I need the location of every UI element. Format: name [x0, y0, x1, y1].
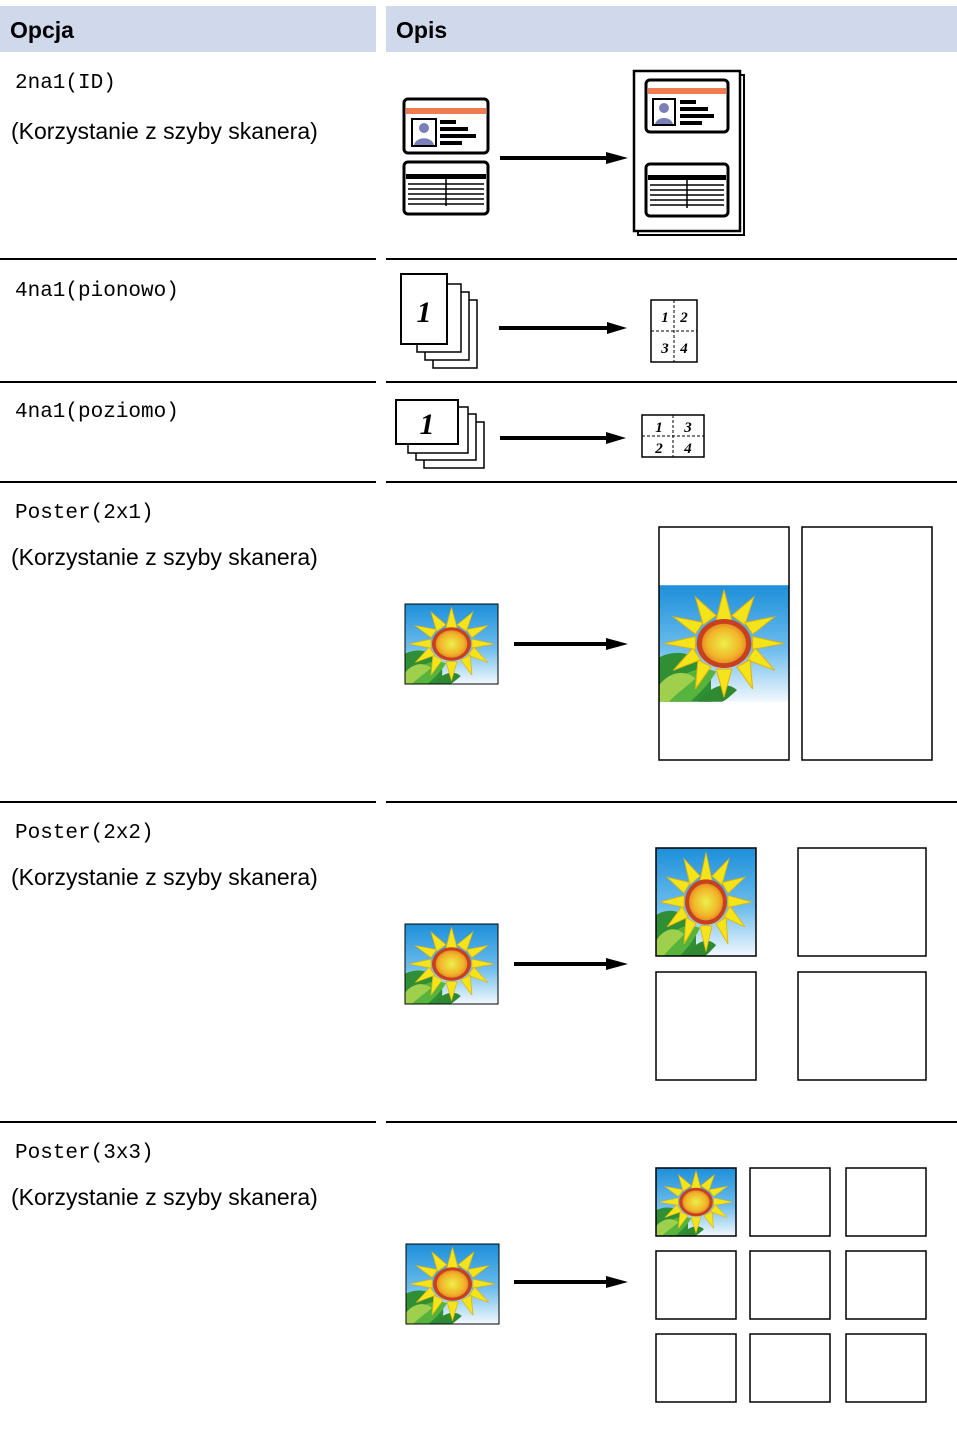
poster-tile-right	[801, 526, 933, 761]
row-divider	[0, 801, 376, 803]
arrow-right-icon	[514, 1276, 628, 1288]
4in1-portrait-figure: 1 1 2 3 4	[400, 273, 698, 369]
id-card-front-icon	[402, 97, 490, 155]
grid-cell-label: 2	[679, 310, 688, 326]
row-divider	[386, 801, 957, 803]
4in1-portrait-result-page: 1 2 3 4	[650, 299, 698, 363]
poster-tile-left	[658, 526, 790, 761]
row-divider	[386, 381, 957, 383]
header-option: Opcja	[10, 17, 74, 43]
grid-cell-label: 3	[660, 341, 669, 357]
option-2in1-id: 2na1(ID)	[15, 72, 116, 95]
poster-2x2-figure	[404, 847, 927, 1081]
poster-tile-r2c1	[655, 1250, 737, 1320]
option-4in1-portrait: 4na1(pionowo)	[15, 280, 179, 303]
grid-cell-label: 1	[655, 420, 663, 436]
poster-tile-top-left	[655, 847, 757, 957]
header-option-cell: Opcja	[0, 6, 376, 52]
note-poster-3x3: (Korzystanie z szyby skanera)	[11, 1184, 318, 1210]
option-poster-2x1: Poster(2x1)	[15, 502, 154, 525]
page-number-1: 1	[417, 296, 432, 329]
row-divider	[386, 481, 957, 483]
poster-3x3-figure	[405, 1167, 927, 1403]
id-card-2in1-figure	[402, 69, 745, 236]
poster-2x1-figure	[404, 526, 933, 761]
note-poster-2x1: (Korzystanie z szyby skanera)	[11, 544, 318, 570]
document-page-icon	[632, 69, 745, 236]
4in1-landscape-figure: 1 1 3 2 4	[395, 399, 705, 469]
arrow-right-icon	[500, 152, 628, 164]
poster-tile-bottom-left	[655, 971, 757, 1081]
poster-tile-r1c3	[845, 1167, 927, 1237]
sunflower-original-image	[405, 1243, 500, 1325]
poster-tile-r3c2	[749, 1333, 831, 1403]
sunflower-original-image	[404, 603, 499, 685]
poster-tile-r3c1	[655, 1333, 737, 1403]
row-divider	[386, 1121, 957, 1123]
grid-cell-label: 3	[683, 420, 692, 436]
row-divider	[0, 381, 376, 383]
id-card-back-icon	[402, 160, 490, 216]
sunflower-original-image	[404, 923, 499, 1005]
option-poster-3x3: Poster(3x3)	[15, 1142, 154, 1165]
poster-tile-top-right	[797, 847, 927, 957]
page-number-1: 1	[420, 408, 435, 441]
row-divider	[386, 258, 957, 260]
page-stack-icon	[395, 399, 485, 469]
arrow-right-icon	[499, 322, 627, 334]
poster-tile-r3c3	[845, 1333, 927, 1403]
arrow-right-icon	[500, 432, 626, 444]
row-divider	[0, 1121, 376, 1123]
note-2in1-id: (Korzystanie z szyby skanera)	[11, 118, 318, 144]
page-stack-icon	[400, 273, 478, 369]
poster-tile-r2c3	[845, 1250, 927, 1320]
grid-cell-label: 1	[661, 310, 669, 326]
arrow-right-icon	[514, 638, 628, 650]
option-4in1-landscape: 4na1(poziomo)	[15, 401, 179, 424]
poster-tile-r2c2	[749, 1250, 831, 1320]
header-description: Opis	[396, 17, 448, 43]
grid-cell-label: 4	[679, 341, 688, 357]
poster-tile-bottom-right	[797, 971, 927, 1081]
row-divider	[0, 481, 376, 483]
arrow-right-icon	[514, 958, 628, 970]
note-poster-2x2: (Korzystanie z szyby skanera)	[11, 864, 318, 890]
poster-tile-r1c1	[655, 1167, 737, 1237]
option-poster-2x2: Poster(2x2)	[15, 822, 154, 845]
4in1-landscape-result-page: 1 3 2 4	[641, 414, 705, 458]
row-divider	[0, 258, 376, 260]
poster-tile-r1c2	[749, 1167, 831, 1237]
grid-cell-label: 2	[654, 441, 663, 457]
grid-cell-label: 4	[683, 441, 692, 457]
header-description-cell: Opis	[386, 6, 957, 52]
